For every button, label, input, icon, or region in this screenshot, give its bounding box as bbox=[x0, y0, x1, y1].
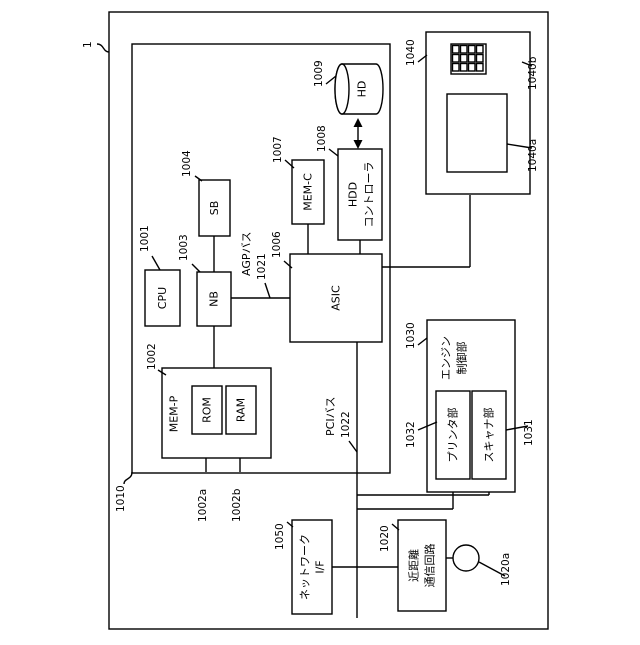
rom-label: ROM bbox=[201, 397, 214, 423]
sb-label: SB bbox=[208, 201, 221, 216]
pci-bus-label: PCIバス bbox=[324, 396, 337, 436]
engine-line1: エンジン bbox=[440, 336, 453, 380]
antenna-circle bbox=[453, 545, 479, 571]
printer-ref: 1032 bbox=[405, 421, 417, 448]
printer-label: プリンタ部 bbox=[446, 408, 460, 463]
panel-keys-ref: 1040b bbox=[527, 56, 539, 90]
agp-bus-label: AGPバス bbox=[240, 232, 253, 277]
keypad-key bbox=[453, 55, 460, 63]
memp-ref: 1002 bbox=[146, 343, 158, 370]
asic-label: ASIC bbox=[330, 285, 343, 311]
cpu-ref: 1001 bbox=[139, 225, 151, 252]
keypad-key bbox=[453, 64, 460, 72]
rom-ref: 1002a bbox=[197, 489, 209, 522]
agp-bus-ref: 1021 bbox=[256, 253, 268, 280]
keypad-key bbox=[461, 55, 468, 63]
hd-label: HD bbox=[356, 81, 369, 98]
keypad-key bbox=[477, 64, 484, 72]
engine-ref: 1030 bbox=[405, 322, 417, 349]
hd-cylinder-cap bbox=[335, 64, 349, 114]
system-ref: 1 bbox=[82, 41, 94, 48]
hdd-controller-ref: 1008 bbox=[316, 125, 328, 152]
keypad-key bbox=[477, 46, 484, 54]
panel-display bbox=[447, 94, 507, 172]
keypad-key bbox=[461, 46, 468, 54]
controller-ref: 1010 bbox=[115, 485, 127, 512]
nfc-line1: 近距離 bbox=[407, 549, 421, 582]
keypad-key bbox=[461, 64, 468, 72]
ram-label: RAM bbox=[235, 398, 248, 422]
ram-ref: 1002b bbox=[231, 488, 243, 522]
keypad-key bbox=[469, 55, 476, 63]
nfc-ref: 1020 bbox=[379, 525, 391, 552]
engine-line2: 制御部 bbox=[455, 342, 469, 375]
cpu-label: CPU bbox=[156, 287, 169, 309]
hdd-controller-line2: コントローラ bbox=[363, 162, 376, 228]
keypad-key bbox=[477, 55, 484, 63]
panel-keypad bbox=[451, 44, 486, 74]
sb-ref: 1004 bbox=[181, 150, 193, 177]
network-if-line1: ネットワーク bbox=[299, 534, 312, 600]
memc-ref: 1007 bbox=[272, 136, 284, 163]
pci-bus-ref: 1022 bbox=[340, 411, 352, 438]
memp-label: MEM-P bbox=[168, 395, 181, 432]
network-if-line2: I/F bbox=[314, 560, 327, 573]
system-ref-leader bbox=[97, 44, 109, 52]
nb-label: NB bbox=[208, 291, 221, 307]
nfc-line2: 通信回路 bbox=[424, 544, 437, 588]
scanner-ref: 1031 bbox=[523, 419, 535, 446]
memc-label: MEM-C bbox=[302, 173, 315, 211]
hd-ref: 1009 bbox=[313, 60, 325, 87]
hdd-controller-line1: HDD bbox=[347, 182, 360, 207]
panel-display-ref: 1040a bbox=[527, 139, 539, 172]
nfc-block bbox=[398, 520, 446, 611]
nb-ref: 1003 bbox=[178, 234, 190, 261]
scanner-label: スキャナ部 bbox=[482, 408, 496, 463]
panel-ref: 1040 bbox=[405, 39, 417, 66]
network-if-ref: 1050 bbox=[274, 523, 286, 550]
keypad-key bbox=[469, 46, 476, 54]
asic-ref: 1006 bbox=[271, 231, 283, 258]
antenna-ref: 1020a bbox=[500, 553, 512, 586]
keypad-key bbox=[453, 46, 460, 54]
keypad-key bbox=[469, 64, 476, 72]
